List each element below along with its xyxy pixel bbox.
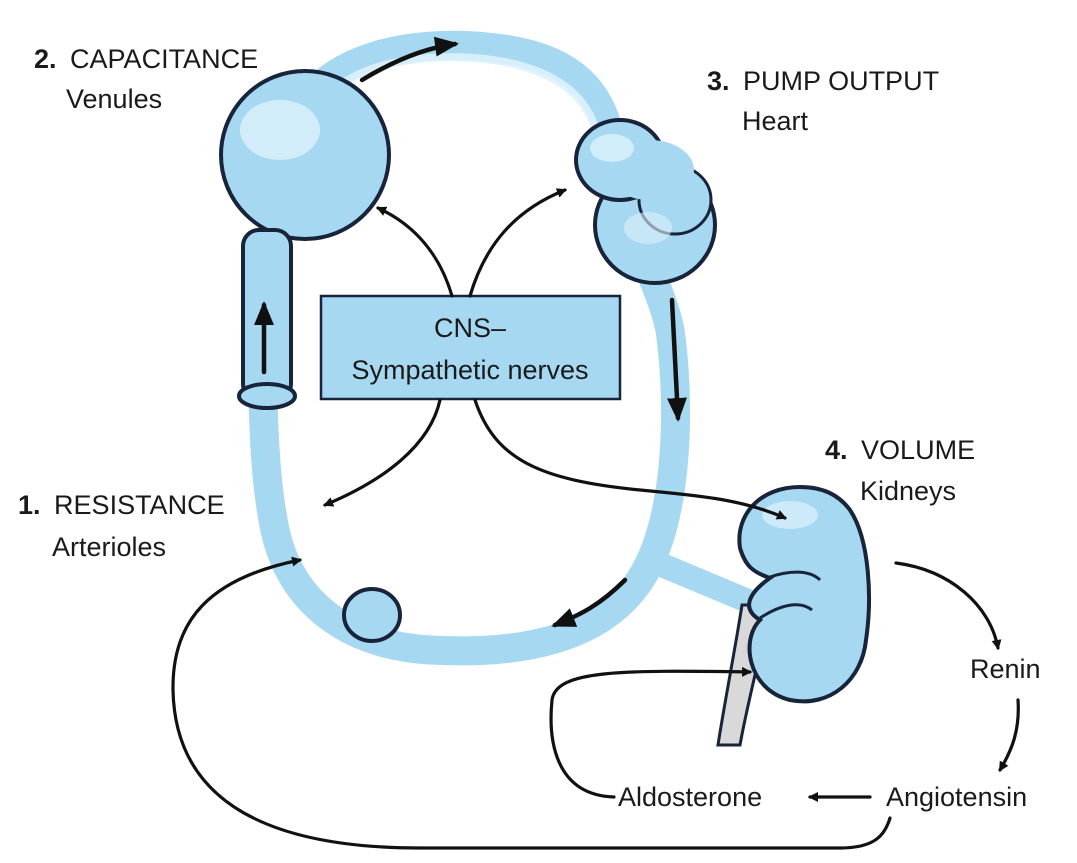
pump-title: PUMP OUTPUT	[743, 66, 939, 96]
nerve-arrow-to-heart	[468, 188, 567, 298]
capacitance-number: 2.	[34, 44, 57, 74]
label-volume: 4. VOLUME Kidneys	[825, 435, 975, 506]
venule-bulge	[237, 382, 297, 410]
resistance-number: 1.	[18, 490, 41, 520]
arrow-aldosterone-to-kidney	[549, 666, 752, 799]
pump-number: 3.	[707, 66, 730, 96]
volume-sub: Kidneys	[860, 476, 956, 506]
arrow-renin-to-angiotensin	[998, 698, 1020, 772]
renal-vessel	[638, 548, 767, 616]
label-resistance: 1. RESISTANCE Arterioles	[18, 490, 225, 562]
svg-text:4. VOLUME: 4. VOLUME	[825, 435, 975, 465]
cns-box-line2: Sympathetic nerves	[351, 355, 588, 385]
arteriole-bulge	[342, 587, 402, 643]
angiotensin-label: Angiotensin	[886, 782, 1027, 812]
nerve-arrow-to-kidneys	[473, 398, 787, 520]
circulatory-loop	[219, 30, 871, 747]
volume-number: 4.	[825, 435, 848, 465]
volume-title: VOLUME	[861, 435, 975, 465]
label-capacitance: 2. CAPACITANCE Venules	[34, 44, 258, 114]
resistance-title: RESISTANCE	[54, 490, 225, 520]
nerve-arrows	[323, 188, 787, 520]
resistance-sub: Arterioles	[52, 532, 166, 562]
nerve-arrow-to-arterioles	[323, 398, 442, 507]
nerve-arrow-to-venules	[376, 206, 454, 298]
venule-tube	[241, 228, 293, 402]
flow-arrow-bottom	[551, 577, 628, 628]
cns-box-line1: CNS–	[434, 313, 506, 343]
aldosterone-label: Aldosterone	[618, 782, 762, 812]
arrow-kidney-to-renin	[894, 561, 1002, 650]
capacitance-title: CAPACITANCE	[70, 44, 258, 74]
flow-arrow-top	[359, 36, 459, 83]
capacitance-sub: Venules	[66, 84, 162, 114]
vessel-loop	[248, 30, 691, 666]
svg-text:2. CAPACITANCE: 2. CAPACITANCE	[34, 44, 258, 74]
arrow-angiotensin-to-arterioles	[171, 556, 892, 850]
cns-box: CNS– Sympathetic nerves	[319, 294, 622, 401]
heart	[574, 118, 717, 285]
hormone-arrows	[171, 556, 1020, 850]
venule-ball-highlight	[240, 100, 320, 160]
kidney	[716, 484, 871, 747]
svg-text:1. RESISTANCE: 1. RESISTANCE	[18, 490, 225, 520]
vessel-loop-highlight	[326, 53, 602, 144]
label-pump: 3. PUMP OUTPUT Heart	[707, 66, 939, 136]
renin-label: Renin	[970, 654, 1041, 684]
venule-ball	[219, 69, 391, 241]
flow-arrow-right	[666, 297, 687, 422]
pump-sub: Heart	[742, 106, 809, 136]
svg-text:3. PUMP OUTPUT: 3. PUMP OUTPUT	[707, 66, 939, 96]
